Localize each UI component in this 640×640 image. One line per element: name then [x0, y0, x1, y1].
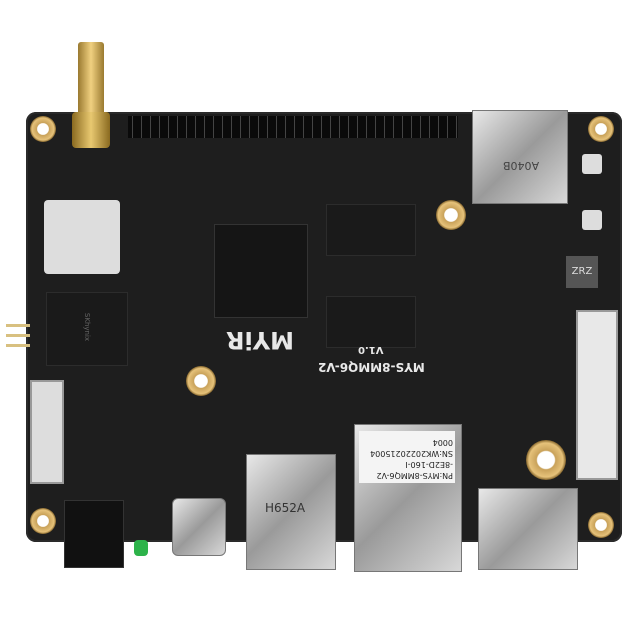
ethernet-label: H652A [265, 501, 306, 515]
soc-chip [214, 224, 308, 318]
usb-c-port[interactable] [172, 498, 226, 556]
dual-ethernet-port[interactable]: PN:MYS-8MMQ6-V2 -8E2D-160-I SN:WK2022021… [354, 424, 462, 572]
status-led [134, 540, 148, 556]
mounting-hole [588, 116, 614, 142]
ethernet-port[interactable]: H652A [246, 454, 336, 570]
mounting-hole [30, 116, 56, 142]
debug-pins [6, 324, 30, 354]
power-connector[interactable] [64, 500, 124, 568]
mounting-hole [588, 512, 614, 538]
inductor-marking: ZRZ [571, 266, 593, 277]
label-pn-suffix: -8E2D-160-I [405, 460, 453, 469]
brand-logo: MYiR [226, 326, 294, 354]
wifi-module [44, 200, 120, 274]
label-code: 0004 [432, 438, 453, 447]
reset-button[interactable] [582, 154, 602, 174]
ram-chip [326, 296, 416, 348]
inductor: ZRZ [566, 256, 598, 288]
fpc-connector [30, 380, 64, 484]
sd-slot-marking: A040B [503, 159, 540, 172]
boot-button[interactable] [582, 210, 602, 230]
ram-chip [326, 204, 416, 256]
antenna-connector [78, 42, 104, 122]
antenna-base [72, 112, 110, 148]
lvds-connector [576, 310, 618, 480]
mounting-hole [436, 200, 466, 230]
emmc-chip: SKhynix [46, 292, 128, 366]
model-text: MYS-8MMQ6-V2 [318, 360, 425, 374]
microsd-slot[interactable]: A040B [472, 110, 568, 204]
product-label: PN:MYS-8MMQ6-V2 -8E2D-160-I SN:WK2022021… [359, 431, 455, 483]
version-text: V1.0 [358, 344, 384, 355]
mounting-hole [526, 440, 566, 480]
ram-marking: SKhynix [83, 312, 91, 342]
hdmi-port[interactable] [478, 488, 578, 570]
gpio-header [128, 116, 458, 138]
mounting-hole [30, 508, 56, 534]
mounting-hole [186, 366, 216, 396]
label-sn: SN:WK20220215004 [370, 449, 453, 458]
label-pn: PN:MYS-8MMQ6-V2 [376, 471, 453, 480]
